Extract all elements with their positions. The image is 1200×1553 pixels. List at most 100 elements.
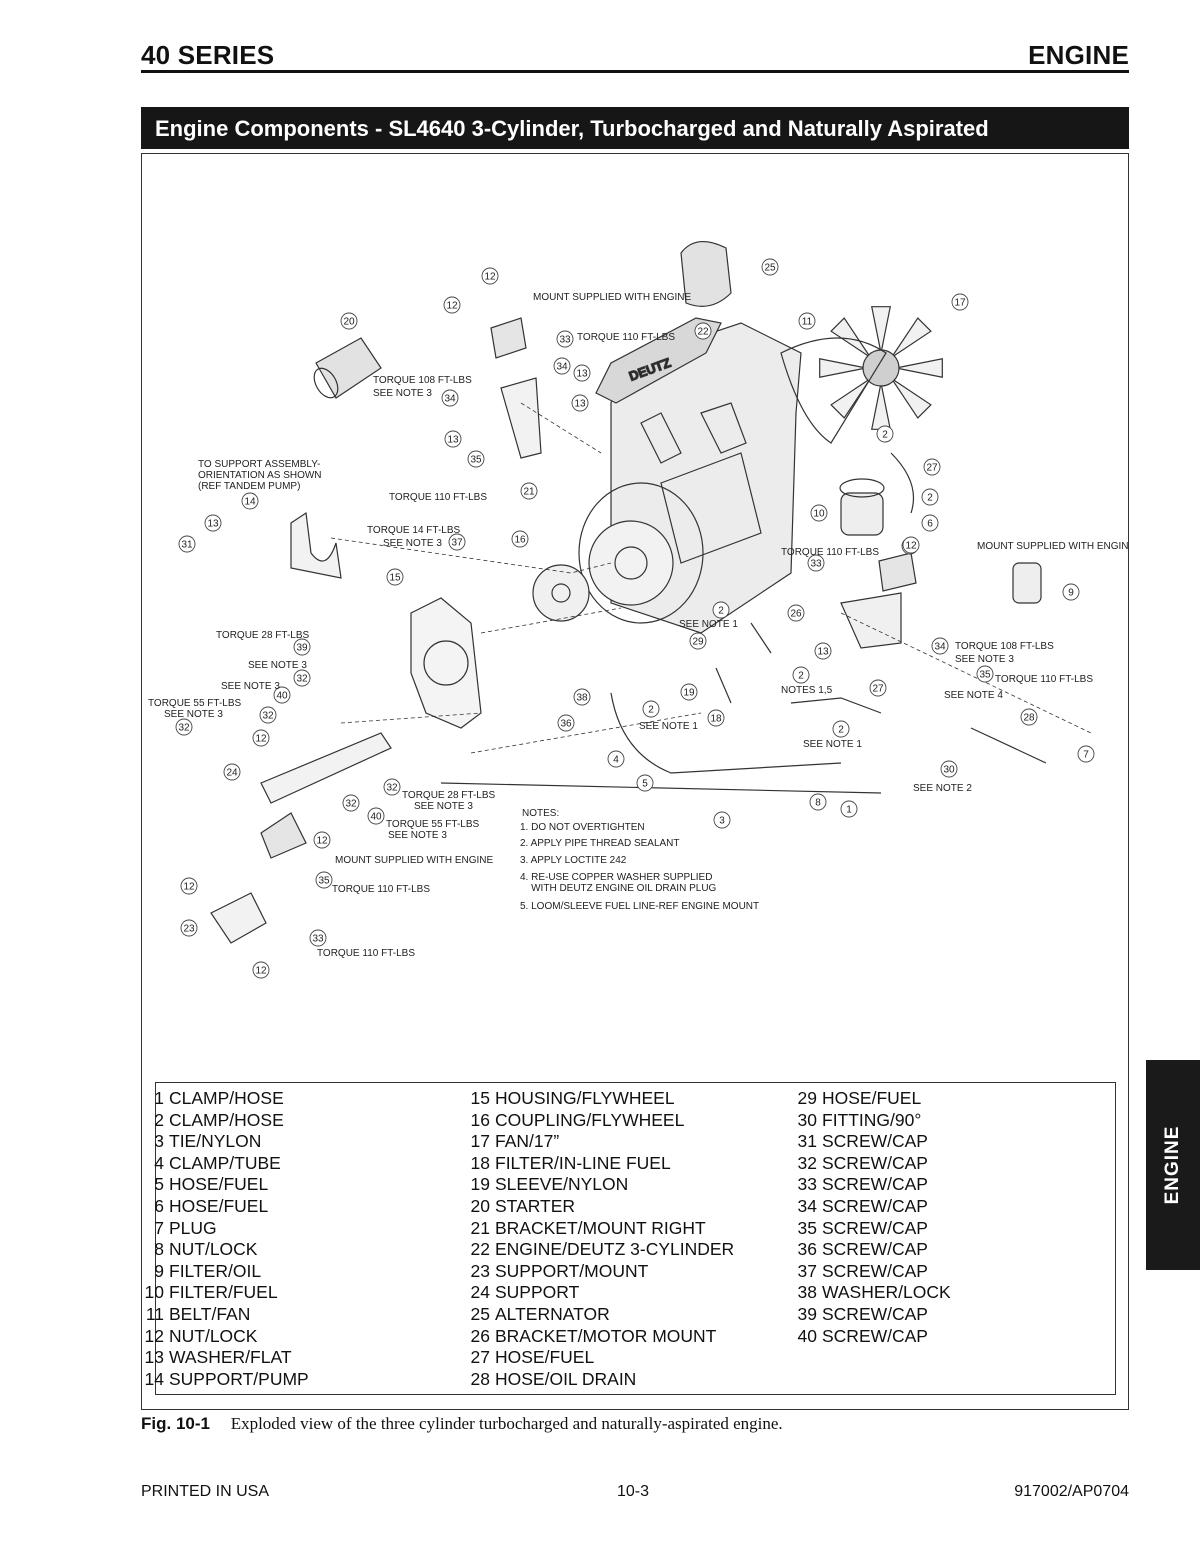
part-number: 7	[154, 1217, 164, 1238]
callout-number: 32	[178, 723, 190, 734]
callout-bubble	[178, 535, 196, 553]
callout-bubble	[680, 683, 698, 701]
callout-number: 40	[276, 691, 288, 702]
diagram-label: TORQUE 28 FT-LBS	[402, 790, 496, 801]
diagram-label: SEE NOTE 2	[913, 783, 972, 794]
diagram-label: MOUNT SUPPLIED WITH ENGINE	[335, 855, 493, 866]
fan-blade	[871, 382, 891, 430]
part-name: SCREW/CAP	[822, 1152, 928, 1173]
part-name: SUPPORT/PUMP	[169, 1368, 309, 1389]
figure-description: Exploded view of the three cylinder turb…	[230, 1414, 783, 1433]
part-number: 2	[154, 1109, 164, 1130]
callout-number: 35	[979, 670, 991, 681]
callout-number: 35	[470, 455, 482, 466]
callout-number: 31	[181, 540, 193, 551]
callout-number: 12	[905, 541, 917, 552]
part-number: 15	[470, 1088, 490, 1108]
callout-bubble	[252, 729, 270, 747]
part-name: ALTERNATOR	[495, 1303, 610, 1324]
fuel-hose-27	[790, 697, 882, 714]
figure-caption: Fig. 10-1 Exploded view of the three cyl…	[141, 1414, 783, 1434]
part-name: HOSE/FUEL	[169, 1195, 269, 1216]
callout-number: 12	[255, 966, 267, 977]
callout-number: 25	[764, 263, 776, 274]
callout-number: 13	[447, 435, 459, 446]
section-title-bar: Engine Components - SL4640 3-Cylinder, T…	[141, 107, 1129, 149]
fan	[819, 306, 943, 430]
callout-bubble	[573, 364, 591, 382]
part-name: PLUG	[169, 1217, 217, 1238]
part-number: 8	[154, 1239, 164, 1260]
callout-number: 21	[523, 487, 535, 498]
callout-bubble	[180, 919, 198, 937]
diagram-label: SEE NOTE 1	[803, 739, 862, 750]
callout-number: 20	[343, 317, 355, 328]
callout-bubble	[1020, 708, 1038, 726]
part-number: 25	[470, 1303, 490, 1324]
callout-bubble	[556, 330, 574, 348]
alternator	[680, 241, 732, 307]
callout-number: 14	[244, 497, 256, 508]
part-number: 30	[797, 1109, 817, 1130]
part-name: BRACKET/MOTOR MOUNT	[495, 1325, 717, 1346]
callout-number: 12	[316, 836, 328, 847]
figure-frame	[141, 153, 1129, 1410]
part-number: 35	[797, 1217, 817, 1238]
callout-bubble	[869, 679, 887, 697]
part-number: 40	[797, 1325, 817, 1346]
diagram-label: SEE NOTE 4	[944, 690, 1003, 701]
part-name: SCREW/CAP	[822, 1131, 928, 1152]
flywheel-face	[588, 520, 674, 606]
part-name: SCREW/CAP	[822, 1260, 928, 1281]
fan-blade	[895, 358, 943, 378]
footer-doc-number: 917002/AP0704	[1014, 1483, 1129, 1500]
part-name: FILTER/IN-LINE FUEL	[495, 1152, 671, 1173]
callout-number: 34	[444, 394, 456, 405]
part-number: 37	[797, 1260, 817, 1281]
part-name: SUPPORT/MOUNT	[495, 1260, 649, 1281]
callout-number: 36	[560, 719, 572, 730]
parts-list-box	[155, 1082, 1116, 1395]
support-mount-bottom	[210, 892, 267, 944]
callout-number: 40	[370, 812, 382, 823]
callout-number: 33	[810, 559, 822, 570]
part-number: 18	[470, 1152, 490, 1173]
callout-bubble	[315, 871, 333, 889]
part-name: COUPLING/FLYWHEEL	[495, 1109, 685, 1130]
callout-bubble	[921, 514, 939, 532]
part-number: 19	[470, 1174, 490, 1195]
diagram-label: TORQUE 14 FT-LBS	[367, 525, 461, 536]
starter	[315, 337, 382, 399]
part-number: 9	[154, 1260, 164, 1281]
part-name: FILTER/FUEL	[169, 1282, 278, 1303]
diagram-label: TORQUE 110 FT-LBS	[332, 884, 430, 895]
callout-bubble	[180, 877, 198, 895]
callout-number: 13	[817, 647, 829, 658]
part-number: 29	[797, 1088, 817, 1108]
flywheel-housing-outline	[578, 482, 704, 624]
diagram-label: TORQUE 108 FT-LBS	[955, 641, 1054, 652]
pump-support-bracket	[290, 511, 342, 579]
callout-bubble	[309, 929, 327, 947]
callout-number: 6	[927, 519, 933, 530]
callout-number: 17	[954, 298, 966, 309]
callout-bubble	[810, 504, 828, 522]
callout-bubble	[713, 811, 731, 829]
diagram-label: SEE NOTE 1	[679, 619, 738, 630]
callout-bubble	[642, 700, 660, 718]
callout-number: 11	[802, 317, 813, 328]
callout-bubble	[876, 425, 894, 443]
callout-bubble	[386, 568, 404, 586]
